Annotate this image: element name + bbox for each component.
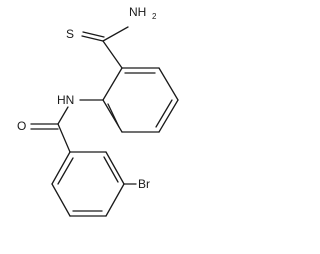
carbonyl-oxygen-label: O — [17, 119, 26, 133]
ring2-inner-bond-1 — [103, 156, 119, 183]
nh2-subscript: 2 — [152, 12, 157, 21]
ring2-bond-5 — [51, 183, 71, 217]
sulfur-atom-label: S — [66, 27, 74, 41]
bromine-atom-label: Br — [138, 177, 150, 191]
bond-carbonyl-ring — [57, 123, 71, 153]
molecule-drawing: NH 2 S HN O Br — [17, 5, 179, 217]
nh2-label: NH — [129, 5, 146, 19]
bond-c-s-double-1 — [81, 35, 104, 42]
ring2-inner-bond-3 — [57, 157, 74, 185]
ring1-bond-3 — [158, 99, 179, 133]
bond-c-n-thioamide — [102, 26, 129, 42]
lower-benzene-ring — [51, 151, 137, 217]
ring1-inner-bond-3 — [107, 103, 120, 128]
structure-canvas: NH 2 S HN O Br — [17, 5, 179, 217]
ring2-bond-6 — [51, 151, 71, 185]
upper-benzene-ring — [102, 67, 179, 133]
ring1-bond-6 — [102, 67, 123, 101]
bond-nh-carbonyl — [57, 106, 69, 125]
bond-c-s-double-2 — [82, 31, 105, 38]
ring2-bond-3 — [105, 183, 125, 217]
amide-linkage — [30, 99, 104, 153]
thioamide-group — [81, 26, 129, 69]
ring1-inner-bond-2 — [155, 99, 173, 128]
amide-nh-label: HN — [57, 93, 74, 107]
bond-c-ring-upper — [102, 40, 123, 69]
ring2-bond-2 — [105, 151, 125, 185]
ring1-bond-2 — [158, 67, 179, 101]
